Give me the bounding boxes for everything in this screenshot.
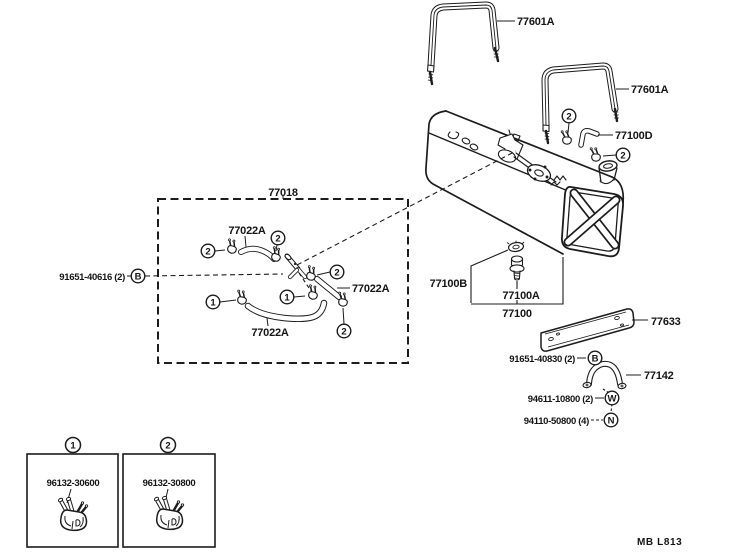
- callout-2: 2: [336, 323, 352, 339]
- hose-upper-drawing: [238, 245, 277, 262]
- tank-bolt-drawing: [509, 255, 525, 281]
- breather-hose-drawing: [578, 128, 600, 148]
- callout-label: 2: [205, 246, 210, 257]
- hose-lower-drawing: [244, 299, 328, 323]
- hose-clamp-large-icon: [58, 497, 88, 530]
- figure-code: MB L813: [637, 537, 682, 548]
- hose-clamp-icon: [224, 237, 240, 255]
- legend-callout-1: 1: [64, 436, 82, 454]
- label-hose-lower: 77022A: [251, 327, 289, 339]
- callout-1: 1: [279, 289, 295, 305]
- callout-B: B: [587, 350, 603, 366]
- tank-band-lower-drawing: [541, 62, 620, 145]
- label-tank-bracket: 77142: [644, 370, 674, 382]
- callout-2: 2: [615, 147, 631, 163]
- callout-label: W: [608, 393, 617, 404]
- label-hose-upper: 77022A: [228, 225, 266, 237]
- callout-W: W: [604, 390, 620, 406]
- callout-2: 2: [561, 108, 577, 124]
- hose-clamp-icons: [224, 130, 602, 308]
- callout-2: 2: [329, 264, 345, 280]
- tank-band-upper-drawing: [426, 1, 500, 86]
- legend-callout-2: 2: [159, 436, 177, 454]
- label-tank-band-lower: 77601A: [631, 84, 669, 96]
- callout-label: N: [608, 415, 615, 426]
- label-tank-band-upper: 77601A: [517, 16, 555, 28]
- hose-clamp-large-icon: [154, 496, 184, 529]
- legend-box-1: [26, 453, 119, 548]
- callout-label: 2: [566, 111, 571, 122]
- hose-clamp-icon: [560, 130, 573, 145]
- callout-N: N: [603, 412, 619, 428]
- callout-2: 2: [270, 230, 286, 246]
- label-tank-protector: 77633: [651, 316, 681, 328]
- callout-label: 1: [284, 292, 290, 303]
- hose-clamp-icon: [589, 147, 602, 162]
- tank-end-face: [561, 185, 624, 258]
- callout-label: 2: [620, 150, 625, 161]
- fuel-tank-drawing: [425, 110, 625, 258]
- callout-B: B: [130, 268, 146, 284]
- callout-1: 1: [205, 294, 221, 310]
- callout-label: 2: [341, 326, 346, 337]
- label-nut: 94110-50800 (4): [524, 416, 589, 427]
- tank-protector-drawing: [540, 308, 635, 352]
- label-breather-hose: 77100D: [615, 130, 653, 142]
- legend-box-2: [122, 453, 216, 548]
- callout-2: 2: [200, 243, 216, 259]
- callout-label: 1: [70, 441, 76, 452]
- label-hose-kit: 77018: [268, 187, 298, 199]
- hose-junction-fitting: [284, 253, 308, 280]
- label-screw-protector: 91651-40830 (2): [509, 354, 575, 365]
- label-tank-clip: 77100B: [430, 278, 468, 290]
- filler-neck: [598, 160, 618, 185]
- label-tank-bolt: 77100A: [502, 290, 540, 302]
- label-screw-hose-group: 91651-40616 (2): [59, 272, 125, 283]
- label-clamp-no1: 96132-30600: [47, 478, 100, 489]
- legend-boxes: [26, 453, 216, 548]
- tank-clip-drawing: [506, 240, 525, 253]
- callout-label: 1: [210, 297, 216, 308]
- label-hose-middle: 77022A: [352, 283, 390, 295]
- label-washer: 94611-10800 (2): [528, 394, 593, 405]
- tank-assembly-bracket-lines: [470, 249, 564, 305]
- hose-middle-drawing: [314, 276, 342, 300]
- callout-circles: 2 2 2 2 2 2 1 1 B B W N 1 2: [64, 108, 631, 454]
- callout-label: 2: [334, 267, 339, 278]
- callout-label: 2: [165, 441, 170, 452]
- part-number-labels: 77601A 77601A 77100D 77018 77022A 77022A…: [47, 16, 682, 548]
- label-fuel-tank: 77100: [502, 308, 532, 320]
- dashed-leader-lines: [144, 150, 613, 413]
- callout-label: B: [135, 271, 142, 282]
- tank-bracket-drawing: [582, 360, 627, 390]
- tank-top-fittings: [447, 129, 567, 186]
- label-clamp-no2: 96132-30800: [143, 478, 196, 489]
- leader-lines: [66, 20, 648, 504]
- hose-clamp-icon: [234, 289, 249, 306]
- callout-label: B: [592, 353, 599, 364]
- callout-label: 2: [275, 233, 280, 244]
